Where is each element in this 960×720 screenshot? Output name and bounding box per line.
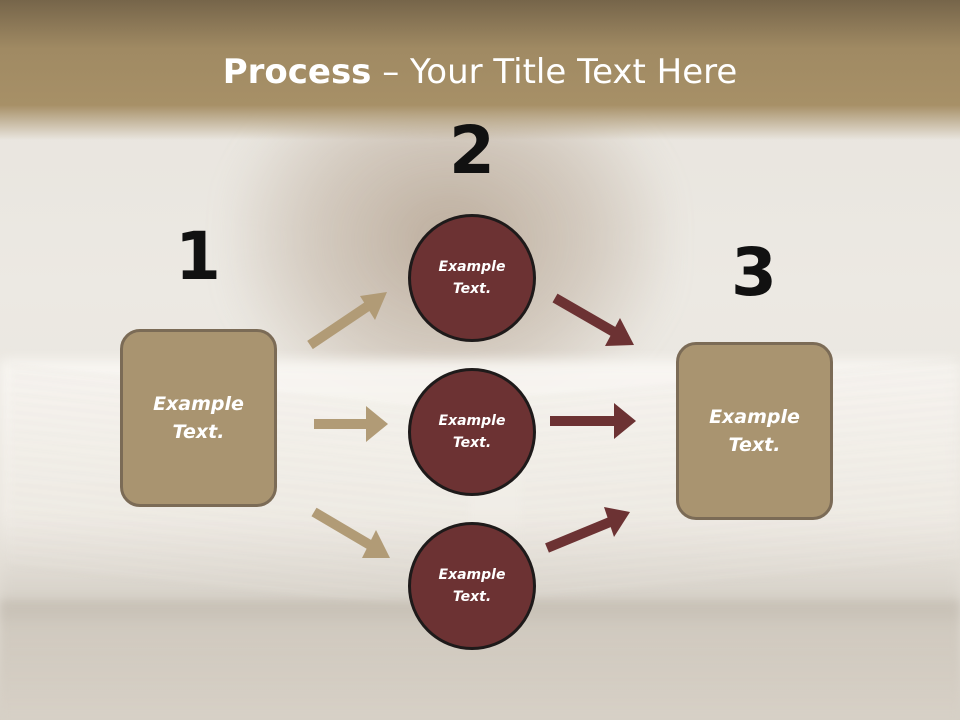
slide-title: Process – Your Title Text Here [0,52,960,92]
step-2-circle-bottom: Example Text. [408,522,536,650]
step-2-number: 2 [449,112,495,189]
arrow-1-to-middle [314,406,388,442]
step-2-circle-top: Example Text. [408,214,536,342]
step-3-text: Example Text. [709,405,800,457]
arrow-1-to-top [307,292,387,350]
title-rest: – Your Title Text Here [371,52,738,92]
step-1-text: Example Text. [153,392,244,444]
step-2-circle-middle: Example Text. [408,368,536,496]
arrow-bottom-to-3 [545,507,630,553]
arrow-1-to-bottom [311,507,390,558]
arrow-top-to-3 [552,293,634,346]
step-3-number: 3 [731,234,777,311]
title-strong: Process [222,52,372,92]
step-2-circle-bottom-text: Example Text. [438,566,506,605]
arrow-middle-to-3 [550,403,636,439]
step-1-number: 1 [175,218,221,295]
step-2-circle-top-text: Example Text. [438,258,506,297]
step-2-circle-middle-text: Example Text. [438,412,506,451]
title-band [0,0,960,140]
step-1-box: Example Text. [120,329,277,507]
step-3-box: Example Text. [676,342,833,520]
